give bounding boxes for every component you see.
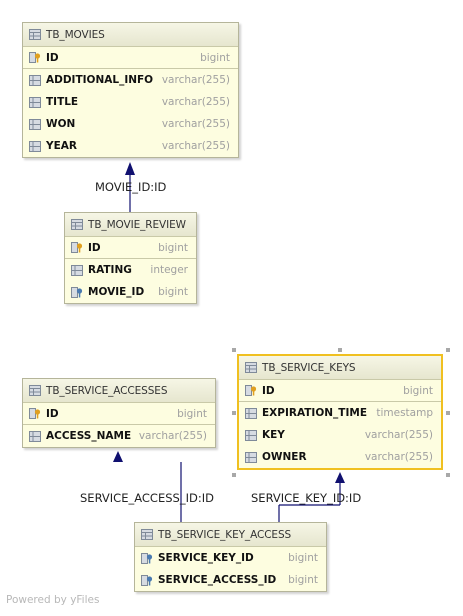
column-name: ID [262, 384, 275, 397]
column-name: ID [46, 407, 59, 420]
column-name: KEY [262, 429, 285, 441]
column-row-id[interactable]: ID bigint [23, 403, 215, 425]
table-tb-service-key-access[interactable]: TB_SERVICE_KEY_ACCESS SERVICE_KEY_ID big… [134, 522, 327, 592]
column-type: bigint [288, 552, 318, 564]
column-row-expiration-time[interactable]: EXPIRATION_TIME timestamp [239, 402, 441, 424]
column-row-id[interactable]: ID bigint [239, 380, 441, 402]
column-name: YEAR [46, 140, 77, 152]
column-row-movie-id[interactable]: MOVIE_ID bigint [65, 281, 196, 303]
column-row-additional-info[interactable]: ADDITIONAL_INFO varchar(255) [23, 69, 238, 91]
primary-key-icon [29, 52, 41, 63]
table-tb-movies[interactable]: TB_MOVIES ID bigint ADDITIONAL_INFO varc… [22, 22, 239, 158]
column-row-access-name[interactable]: ACCESS_NAME varchar(255) [23, 425, 215, 447]
column-type: bigint [158, 241, 188, 254]
column-name: ACCESS_NAME [46, 430, 132, 442]
foreign-key-icon [71, 286, 83, 298]
table-tb-movie-review[interactable]: TB_MOVIE_REVIEW ID bigint RATING integer… [64, 212, 197, 304]
column-type: varchar(255) [138, 430, 207, 442]
arrowhead-icon [335, 472, 345, 483]
column-icon [29, 140, 41, 152]
selection-handle[interactable] [232, 348, 236, 352]
table-header: TB_SERVICE_KEYS [239, 356, 441, 380]
table-header: TB_MOVIES [23, 23, 238, 47]
column-row-won[interactable]: WON varchar(255) [23, 113, 238, 135]
table-header: TB_SERVICE_ACCESSES [23, 379, 215, 403]
column-name: ID [46, 51, 59, 64]
table-title: TB_SERVICE_KEY_ACCESS [158, 528, 292, 541]
column-name: RATING [88, 264, 132, 276]
column-row-year[interactable]: YEAR varchar(255) [23, 135, 238, 157]
column-type: timestamp [376, 407, 433, 419]
selection-handle[interactable] [446, 473, 450, 477]
column-type: bigint [177, 407, 207, 420]
column-icon [29, 74, 41, 86]
table-tb-service-keys[interactable]: TB_SERVICE_KEYS ID bigint EXPIRATION_TIM… [237, 354, 443, 470]
edge-label-service-access-id: SERVICE_ACCESS_ID:ID [80, 491, 214, 505]
column-icon [245, 429, 257, 441]
column-icon [71, 264, 83, 276]
table-title: TB_MOVIE_REVIEW [88, 218, 186, 231]
foreign-key-icon [141, 574, 153, 586]
column-type: varchar(255) [364, 429, 433, 441]
column-row-owner[interactable]: OWNER varchar(255) [239, 446, 441, 468]
arrowhead-icon [125, 162, 135, 175]
column-row-service-key-id[interactable]: SERVICE_KEY_ID bigint [135, 547, 326, 569]
selection-handle[interactable] [232, 411, 236, 415]
column-type: integer [150, 264, 188, 276]
table-icon [245, 362, 257, 373]
column-row-id[interactable]: ID bigint [23, 47, 238, 69]
column-icon [29, 96, 41, 108]
powered-by-credit: Powered by yFiles [6, 594, 100, 606]
table-header: TB_SERVICE_KEY_ACCESS [135, 523, 326, 547]
table-icon [71, 219, 83, 230]
column-icon [245, 451, 257, 463]
table-icon [141, 529, 153, 540]
column-type: varchar(255) [161, 140, 230, 152]
column-name: ID [88, 241, 101, 254]
table-title: TB_SERVICE_KEYS [262, 361, 356, 374]
column-row-id[interactable]: ID bigint [65, 237, 196, 259]
column-type: bigint [288, 574, 318, 586]
column-icon [29, 430, 41, 442]
column-name: MOVIE_ID [88, 286, 145, 298]
selection-handle[interactable] [232, 473, 236, 477]
column-type: varchar(255) [161, 118, 230, 130]
column-row-title[interactable]: TITLE varchar(255) [23, 91, 238, 113]
column-type: varchar(255) [364, 451, 433, 463]
column-type: bigint [158, 286, 188, 298]
column-name: SERVICE_KEY_ID [158, 552, 254, 564]
table-icon [29, 29, 41, 40]
column-name: ADDITIONAL_INFO [46, 74, 154, 86]
edge-label-service-key-id: SERVICE_KEY_ID:ID [251, 491, 362, 505]
selection-handle[interactable] [338, 348, 342, 352]
table-icon [29, 385, 41, 396]
primary-key-icon [29, 408, 41, 419]
table-title: TB_SERVICE_ACCESSES [46, 384, 168, 397]
table-tb-service-accesses[interactable]: TB_SERVICE_ACCESSES ID bigint ACCESS_NAM… [22, 378, 216, 448]
edge-label-movie-id: MOVIE_ID:ID [95, 180, 167, 194]
column-type: varchar(255) [161, 74, 230, 86]
column-name: OWNER [262, 451, 307, 463]
column-row-key[interactable]: KEY varchar(255) [239, 424, 441, 446]
table-title: TB_MOVIES [46, 28, 105, 41]
selection-handle[interactable] [446, 411, 450, 415]
arrowhead-icon [113, 451, 123, 462]
column-name: WON [46, 118, 76, 130]
column-type: varchar(255) [161, 96, 230, 108]
column-row-service-access-id[interactable]: SERVICE_ACCESS_ID bigint [135, 569, 326, 591]
table-header: TB_MOVIE_REVIEW [65, 213, 196, 237]
selection-handle[interactable] [446, 348, 450, 352]
column-type: bigint [200, 51, 230, 64]
column-type: bigint [403, 384, 433, 397]
column-name: SERVICE_ACCESS_ID [158, 574, 277, 586]
column-icon [29, 118, 41, 130]
column-row-rating[interactable]: RATING integer [65, 259, 196, 281]
column-icon [245, 407, 257, 419]
primary-key-icon [245, 385, 257, 396]
column-name: EXPIRATION_TIME [262, 407, 367, 419]
foreign-key-icon [141, 552, 153, 564]
primary-key-icon [71, 242, 83, 253]
column-name: TITLE [46, 96, 79, 108]
